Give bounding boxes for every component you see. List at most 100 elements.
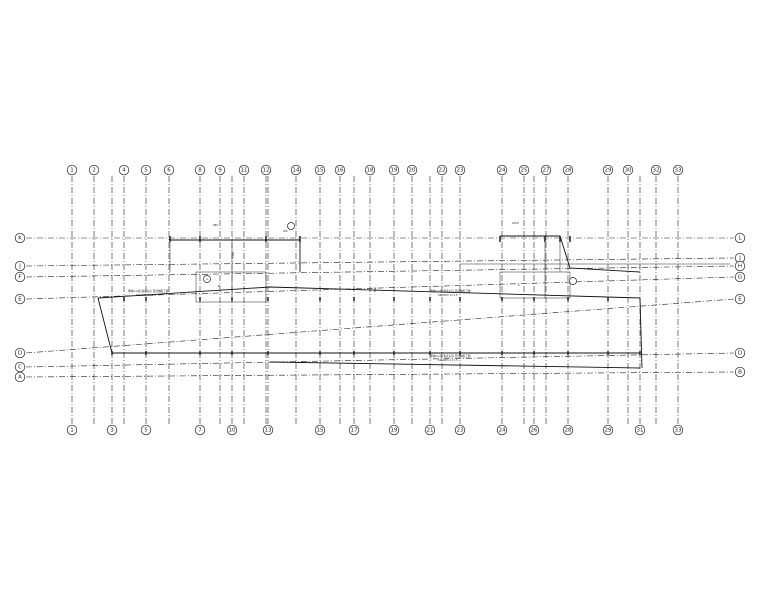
left-axis-bubble-C: C — [14, 361, 26, 373]
top-axis-bubble-25: 25 — [518, 164, 530, 176]
horizontal-axis-line — [25, 257, 735, 267]
top-axis-bubble-22-circle — [436, 164, 448, 176]
left-axis-bubble-D-label: D — [18, 350, 22, 356]
right-axis-bubble-G: G — [734, 271, 746, 283]
bottom-axis-bubble-5-circle — [140, 424, 152, 436]
callout-circle-left — [203, 275, 211, 283]
bottom-axis-bubble-21: 21 — [424, 424, 436, 436]
top-axis-bubble-14-label: 14 — [293, 167, 300, 173]
top-axis-bubble-25-circle — [518, 164, 530, 176]
bottom-axis-bubble-17-label: 17 — [351, 427, 358, 433]
left-axis-bubble-A-circle — [14, 371, 26, 383]
top-axis-bubble-20-circle — [406, 164, 418, 176]
top-axis-bubble-2-circle — [88, 164, 100, 176]
bottom-axis-bubble-21-label: 21 — [427, 427, 434, 433]
horizontal-axis-line — [25, 352, 735, 368]
top-axis-bubble-11-circle — [238, 164, 250, 176]
room-mark-right: A — [518, 283, 520, 287]
left-axis-bubble-K-circle — [14, 232, 26, 244]
right-axis-bubble-H: H — [734, 260, 746, 272]
top-axis-bubble-8-circle — [194, 164, 206, 176]
top-axis-bubble-18-circle — [364, 164, 376, 176]
bottom-axis-bubble-29: 29 — [602, 424, 614, 436]
note-upper-sub: KZ(ADE) L=1.5 — [136, 293, 156, 297]
top-axis-bubble-20-label: 20 — [409, 167, 416, 173]
bottom-axis-bubble-1-circle — [66, 424, 78, 436]
bottom-axis-bubble-15: 15 — [314, 424, 326, 436]
top-axis-bubble-1-label: 1 — [70, 167, 74, 173]
west-end-wall — [97, 297, 113, 354]
top-axis-bubble-30-circle — [622, 164, 634, 176]
right-axis-bubble-H-label: H — [738, 263, 742, 269]
top-axis-bubble-24-label: 24 — [499, 167, 506, 173]
top-axis-bubble-28: 28 — [562, 164, 574, 176]
top-axis-bubble-1-circle — [66, 164, 78, 176]
callout-circle-top — [287, 222, 295, 230]
bottom-axis-bubble-23-label: 23 — [457, 427, 464, 433]
left-axis-bubble-F-label: F — [18, 274, 21, 280]
bottom-axis-bubble-5-label: 5 — [144, 427, 148, 433]
top-axis-bubble-1: 1 — [66, 164, 78, 176]
bottom-axis-bubble-1: 1 — [66, 424, 78, 436]
note-bottom-sub: KZ(ADE) L=1.5 — [438, 358, 458, 362]
bottom-axis-bubble-15-circle — [314, 424, 326, 436]
left-axis-bubble-E-label: E — [18, 296, 22, 302]
top-axis-bubble-18: 18 — [364, 164, 376, 176]
top-axis-bubble-9: 9 — [214, 164, 226, 176]
bottom-axis-bubble-24-label: 24 — [499, 427, 506, 433]
bottom-axis-bubble-23: 23 — [454, 424, 466, 436]
bottom-axis-bubble-31-label: 31 — [637, 427, 644, 433]
bottom-axis-bubble-15-label: 15 — [317, 427, 324, 433]
top-axis-bubble-19-circle — [388, 164, 400, 176]
top-axis-bubble-23-circle — [454, 164, 466, 176]
bottom-axis-bubble-17: 17 — [348, 424, 360, 436]
top-axis-bubble-12-label: 12 — [263, 167, 270, 173]
top-axis-bubble-24: 24 — [496, 164, 508, 176]
bottom-axis-bubble-29-label: 29 — [605, 427, 612, 433]
top-axis-bubble-2-label: 2 — [92, 167, 96, 173]
bottom-axis-bubble-29-circle — [602, 424, 614, 436]
top-axis-bubble-15: 15 — [314, 164, 326, 176]
right-axis-bubble-B-label: B — [738, 369, 742, 375]
bottom-axis-bubble-24-circle — [496, 424, 508, 436]
top-axis-bubble-16-label: 16 — [337, 167, 344, 173]
bottom-axis-bubble-23-circle — [454, 424, 466, 436]
horizontal-axis-line — [25, 371, 735, 378]
bottom-axis-bubble-7-circle — [194, 424, 206, 436]
top-axis-bubble-29: 29 — [602, 164, 614, 176]
dimension-text-2: 5160 — [232, 251, 235, 258]
note-bottom: 砌体(LL)板 板底标高 见结构施工图 — [430, 354, 471, 358]
room-mark-left: B — [218, 284, 220, 288]
top-axis-bubble-9-circle — [214, 164, 226, 176]
top-axis-bubble-27-label: 27 — [543, 167, 550, 173]
building-outline — [97, 235, 730, 369]
callout-circle-right — [569, 277, 577, 285]
top-axis-bubble-11: 11 — [238, 164, 250, 176]
right-axis-bubble-D: D — [734, 347, 746, 359]
right-axis-bubble-D-circle — [734, 347, 746, 359]
top-axis-bubble-4: 4 — [118, 164, 130, 176]
horizontal-axis-line — [25, 298, 735, 354]
top-axis-bubble-33-label: 33 — [675, 167, 682, 173]
left-axis-bubble-E-circle — [14, 293, 26, 305]
top-axis-bubble-29-circle — [602, 164, 614, 176]
top-axis-bubble-9-label: 9 — [218, 167, 222, 173]
top-axis-bubble-25-label: 25 — [521, 167, 528, 173]
bottom-axis-bubble-31: 31 — [634, 424, 646, 436]
top-axis-bubble-24-circle — [496, 164, 508, 176]
bottom-axis-bubble-5: 5 — [140, 424, 152, 436]
right-axis-bubble-E: E — [734, 293, 746, 305]
top-axis-bubble-15-label: 15 — [317, 167, 324, 173]
top-axis-bubble-28-circle — [562, 164, 574, 176]
top-axis-bubble-5-label: 5 — [144, 167, 148, 173]
right-axis-bubble-B-circle — [734, 366, 746, 378]
slab-bottom-edge-lower — [269, 361, 641, 369]
bottom-axis-bubble-26: 26 — [528, 424, 540, 436]
top-axis-bubble-32: 32 — [650, 164, 662, 176]
top-axis-bubble-2: 2 — [88, 164, 100, 176]
right-axis-bubble-H-circle — [734, 260, 746, 272]
dimension-text-1: 200 — [283, 230, 288, 233]
bottom-axis-bubble-10: 10 — [226, 424, 238, 436]
